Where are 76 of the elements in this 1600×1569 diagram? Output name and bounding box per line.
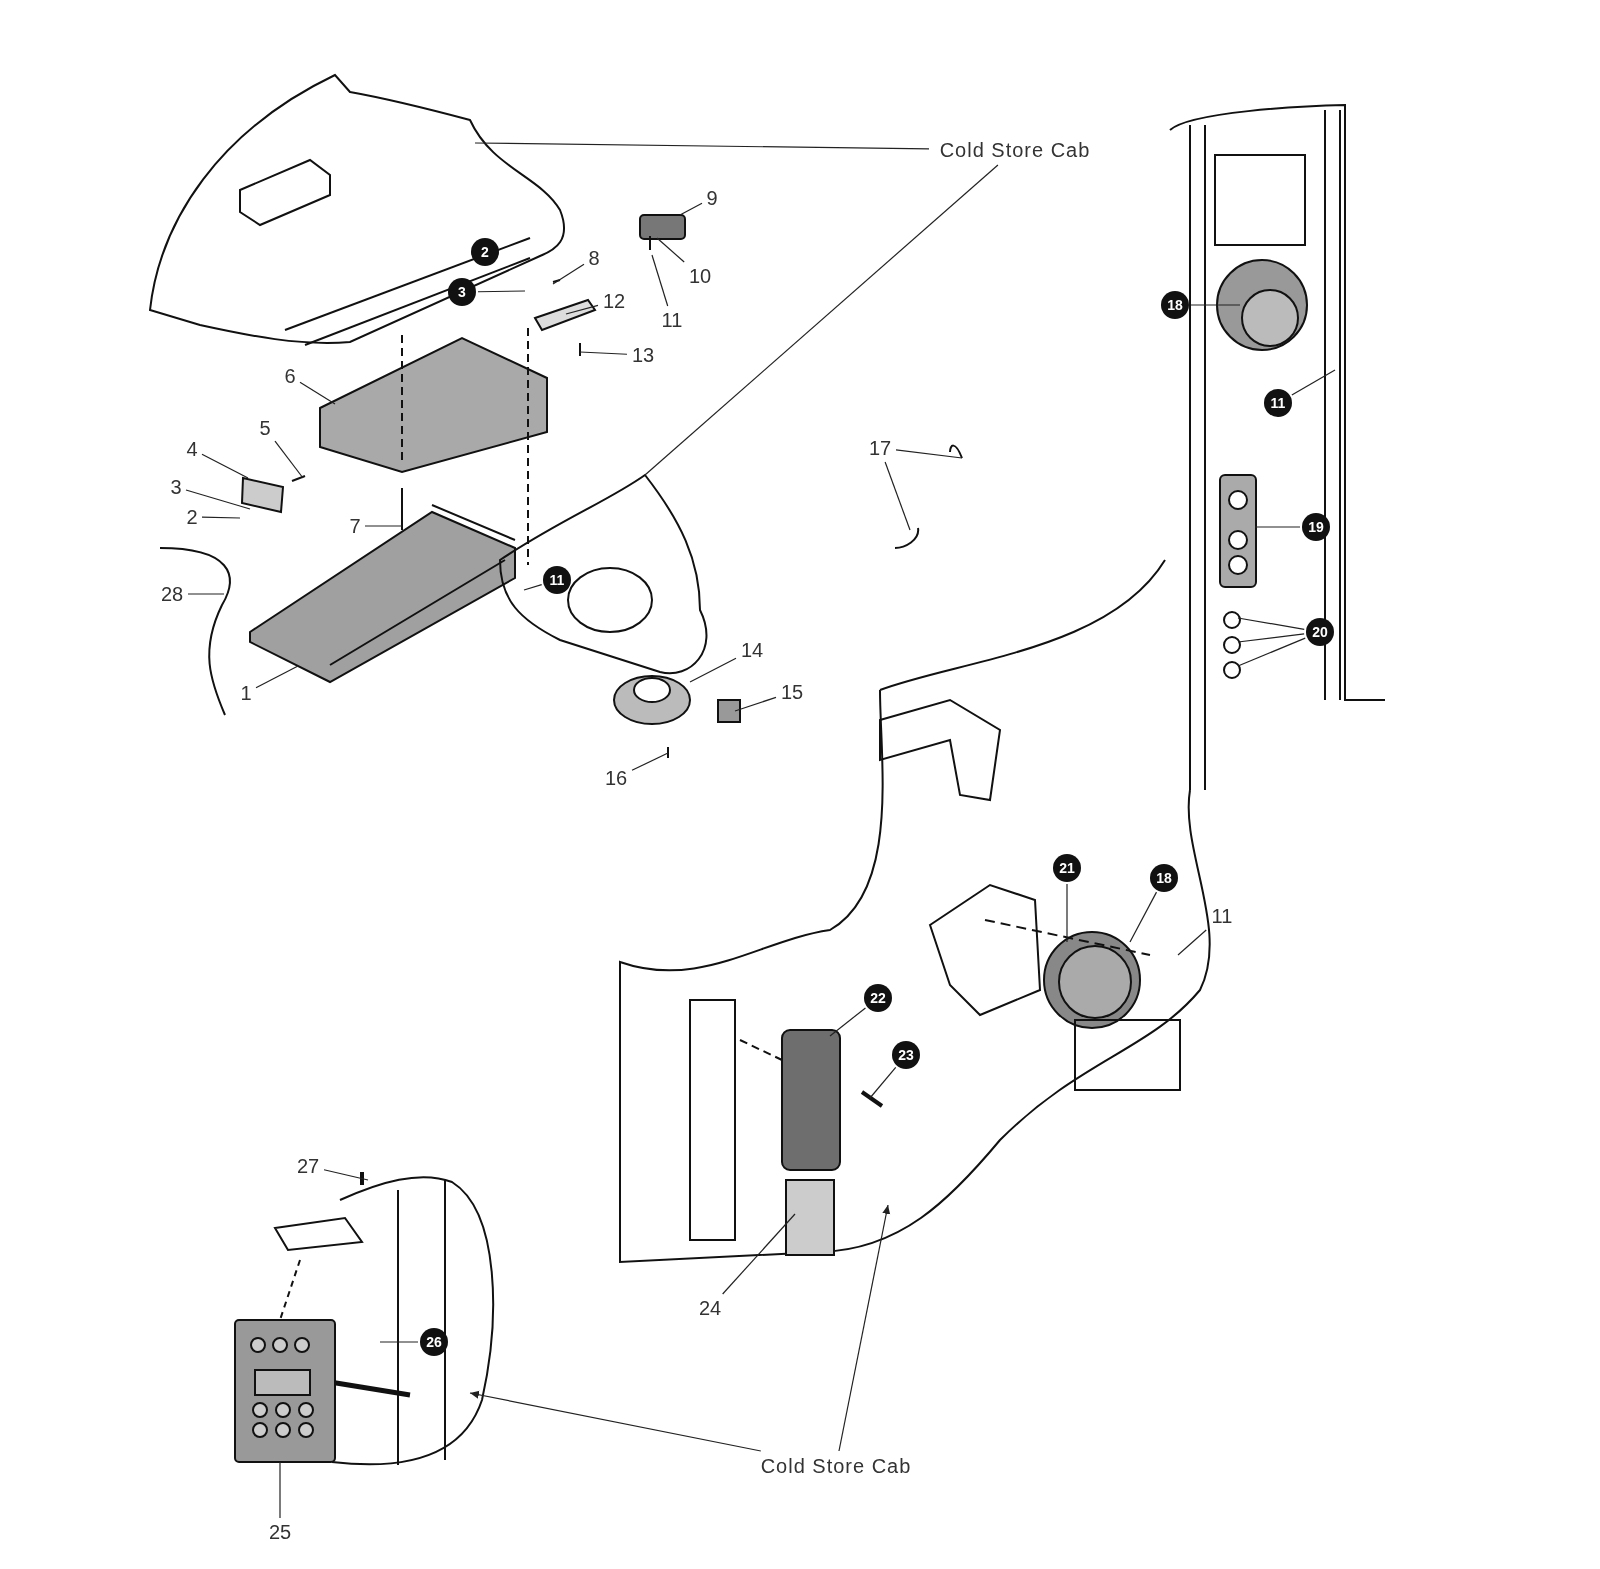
leader-line (679, 202, 703, 216)
callout-number: 5 (257, 416, 273, 440)
callout-number: 18 (1161, 291, 1189, 319)
leader-line (185, 489, 251, 510)
callout-number: 26 (420, 1328, 448, 1356)
leader-line (869, 1066, 897, 1099)
callout-number: 23 (892, 1041, 920, 1069)
leader-line (734, 696, 777, 712)
leader-line (379, 1341, 419, 1343)
callout-number: 14 (738, 638, 766, 662)
leader-line (651, 254, 669, 307)
callout-number: 25 (266, 1520, 294, 1544)
callout-number: 11 (543, 566, 571, 594)
callout-number: 7 (347, 514, 363, 538)
callout-number: 10 (686, 264, 714, 288)
leader-line (1237, 637, 1306, 667)
leader-line (1254, 526, 1301, 528)
callout-number: 2 (184, 505, 200, 529)
leader-line (477, 290, 526, 293)
leader-line (523, 584, 543, 591)
callout-number: 22 (864, 984, 892, 1012)
callout-number: 6 (282, 364, 298, 388)
callout-number: 4 (184, 437, 200, 461)
callout-number: 20 (1306, 618, 1334, 646)
callout-label: Cold Store Cab (752, 1453, 920, 1479)
leader-line (364, 525, 403, 527)
leader-line (656, 237, 685, 263)
leader-line (187, 593, 225, 595)
callout-number: 15 (778, 680, 806, 704)
callout-number: 21 (1053, 854, 1081, 882)
leader-line (201, 516, 241, 519)
leader-line (829, 1007, 867, 1037)
leader-line (565, 304, 599, 315)
callout-number: 12 (600, 289, 628, 313)
callout-number: 18 (1150, 864, 1178, 892)
callout-number: 16 (602, 766, 630, 790)
leader-line (201, 453, 249, 479)
callout-label: Cold Store Cab (931, 137, 1099, 163)
leader-line (299, 381, 336, 405)
leader-line (474, 142, 930, 150)
callout-number: 13 (629, 343, 657, 367)
leader-line (631, 752, 669, 771)
callout-number: 2 (471, 238, 499, 266)
leader-line (552, 263, 585, 285)
leader-arrow (469, 1390, 762, 1452)
callout-number: 8 (586, 246, 602, 270)
callout-number: 27 (294, 1154, 322, 1178)
callout-number: 3 (448, 278, 476, 306)
leader-line (1190, 304, 1241, 306)
callout-number: 11 (658, 308, 686, 332)
leader-line (1237, 633, 1305, 643)
callout-number: 17 (866, 436, 894, 460)
leader-line (274, 440, 304, 479)
leader-line (1177, 929, 1207, 956)
leader-line (644, 164, 999, 476)
callout-number: 28 (158, 582, 186, 606)
leader-line (279, 1461, 281, 1519)
callout-number: 9 (704, 186, 720, 210)
callout-number: 19 (1302, 513, 1330, 541)
leader-line (1291, 369, 1336, 396)
callout-number: 3 (168, 475, 184, 499)
callout-number: 11 (1208, 904, 1236, 928)
leader-line (1237, 617, 1305, 630)
leader-line (255, 665, 299, 689)
leader-line (323, 1169, 369, 1181)
leader-arrow (838, 1204, 891, 1452)
callout-number: 1 (238, 681, 254, 705)
callout-number: 11 (1264, 389, 1292, 417)
leader-line (689, 657, 737, 683)
leader-line (895, 449, 963, 459)
callout-number: 24 (696, 1296, 724, 1320)
leader-line (579, 351, 628, 355)
leader-line (722, 1213, 796, 1295)
leader-line (1129, 891, 1158, 943)
leader-line (1066, 883, 1068, 943)
leader-line (884, 461, 911, 531)
